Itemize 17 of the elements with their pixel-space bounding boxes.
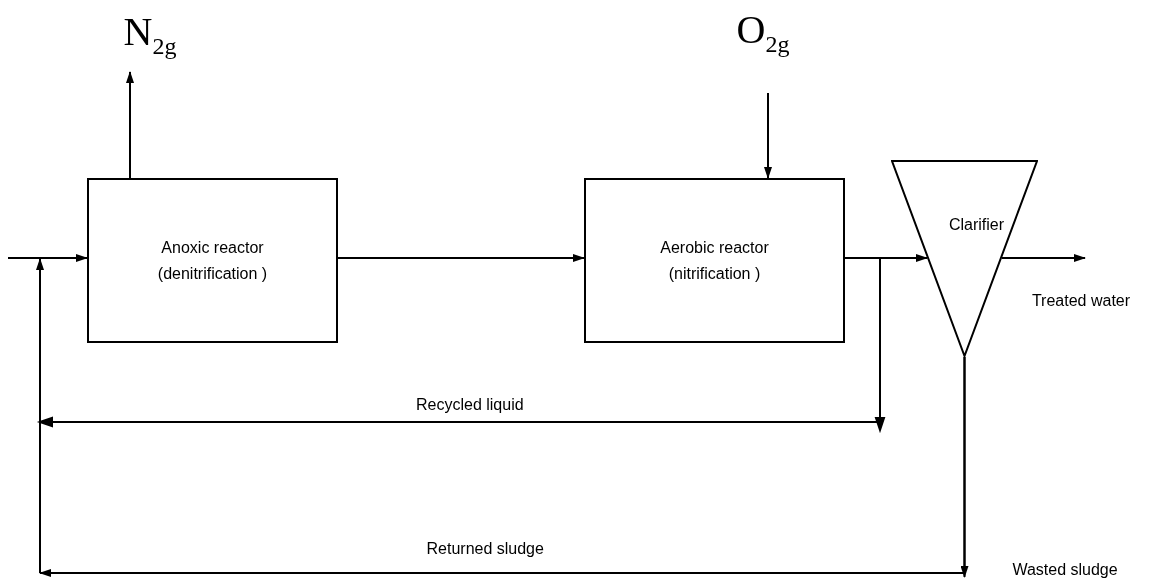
arrow bbox=[39, 356, 966, 577]
arrow bbox=[36, 257, 885, 431]
arrow bbox=[337, 254, 585, 262]
reactor-box bbox=[584, 178, 845, 343]
reactor-box bbox=[87, 178, 338, 343]
outlet-label: Wasted sludge bbox=[1012, 560, 1118, 580]
unit-label: Clarifier bbox=[948, 215, 1005, 235]
reactor-label: Anoxic reactor (denitrification ) bbox=[156, 237, 269, 284]
arrow bbox=[844, 254, 928, 262]
arrow bbox=[1001, 254, 1086, 262]
formula-label: O$_{2g}$ bbox=[736, 8, 790, 59]
arrow bbox=[764, 92, 772, 179]
formula-label: N$_{2g}$ bbox=[123, 10, 177, 61]
outlet-label: Treated water bbox=[1031, 291, 1131, 311]
reactor-label: Aerobic reactor (nitrification ) bbox=[659, 237, 770, 284]
arrow bbox=[126, 71, 134, 179]
arrow bbox=[7, 254, 88, 262]
